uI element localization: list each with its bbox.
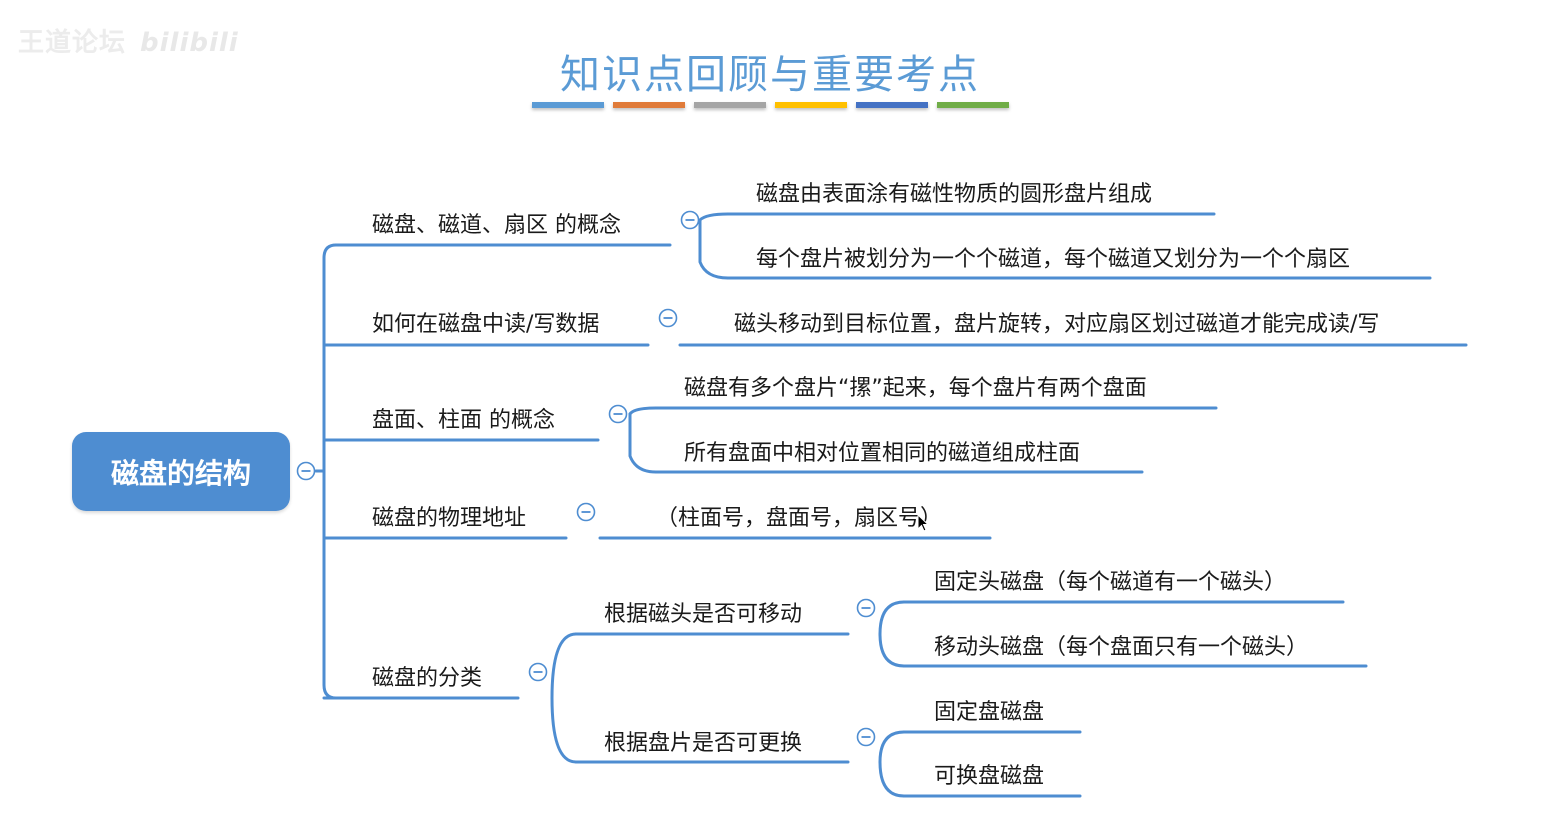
page-title: 知识点回顾与重要考点 [560, 52, 980, 98]
title-bar-1 [532, 102, 604, 108]
leaf-node[interactable]: 固定头磁盘（每个磁道有一个磁头） [934, 570, 1287, 595]
collapse-icon[interactable] [856, 598, 876, 618]
leaf-node[interactable]: 磁头移动到目标位置，盘片旋转，对应扇区划过磁道才能完成读/写 [734, 312, 1380, 337]
collapse-icon[interactable] [658, 308, 678, 328]
leaf-node[interactable]: 可换盘磁盘 [934, 764, 1045, 789]
branch-node-concepts[interactable]: 磁盘、磁道、扇区 的概念 [372, 213, 621, 238]
leaf-node[interactable]: 所有盘面中相对位置相同的磁道组成柱面 [684, 441, 1081, 466]
leaf-node[interactable]: 固定盘磁盘 [934, 700, 1045, 725]
bilibili-logo: bilibili [140, 28, 239, 58]
branch-node-surface-cylinder[interactable]: 盘面、柱面 的概念 [372, 408, 555, 433]
branch-node-physical-address[interactable]: 磁盘的物理地址 [372, 506, 527, 531]
title-bar-4 [775, 102, 847, 108]
watermark: 王道论坛 bilibili [18, 22, 239, 59]
mouse-cursor-icon [917, 514, 929, 532]
leaf-node[interactable]: （柱面号，盘面号，扇区号） [656, 506, 943, 531]
sub-branch-node-head-movable[interactable]: 根据磁头是否可移动 [604, 602, 803, 627]
root-label: 磁盘的结构 [110, 456, 251, 490]
collapse-icon[interactable] [680, 210, 700, 230]
collapse-icon[interactable] [528, 662, 548, 682]
leaf-node[interactable]: 每个盘片被划分为一个个磁道，每个磁道又划分为一个个扇区 [756, 247, 1351, 272]
leaf-node[interactable]: 磁盘由表面涂有磁性物质的圆形盘片组成 [756, 182, 1153, 207]
collapse-icon[interactable] [608, 404, 628, 424]
title-bar-2 [613, 102, 685, 108]
collapse-icon[interactable] [856, 727, 876, 747]
collapse-icon[interactable] [576, 502, 596, 522]
leaf-node[interactable]: 磁盘有多个盘片“摞”起来，每个盘片有两个盘面 [684, 376, 1147, 401]
watermark-text: 王道论坛 [18, 28, 127, 58]
branch-node-read-write[interactable]: 如何在磁盘中读/写数据 [372, 312, 600, 337]
sub-branch-node-platter-removable[interactable]: 根据盘片是否可更换 [604, 731, 803, 756]
leaf-node[interactable]: 移动头磁盘（每个盘面只有一个磁头） [934, 635, 1309, 660]
title-bar-5 [856, 102, 928, 108]
collapse-icon[interactable] [296, 461, 316, 481]
root-node[interactable]: 磁盘的结构 [72, 432, 290, 511]
title-bar-6 [937, 102, 1009, 108]
title-bar-3 [694, 102, 766, 108]
branch-node-classification[interactable]: 磁盘的分类 [372, 666, 483, 691]
